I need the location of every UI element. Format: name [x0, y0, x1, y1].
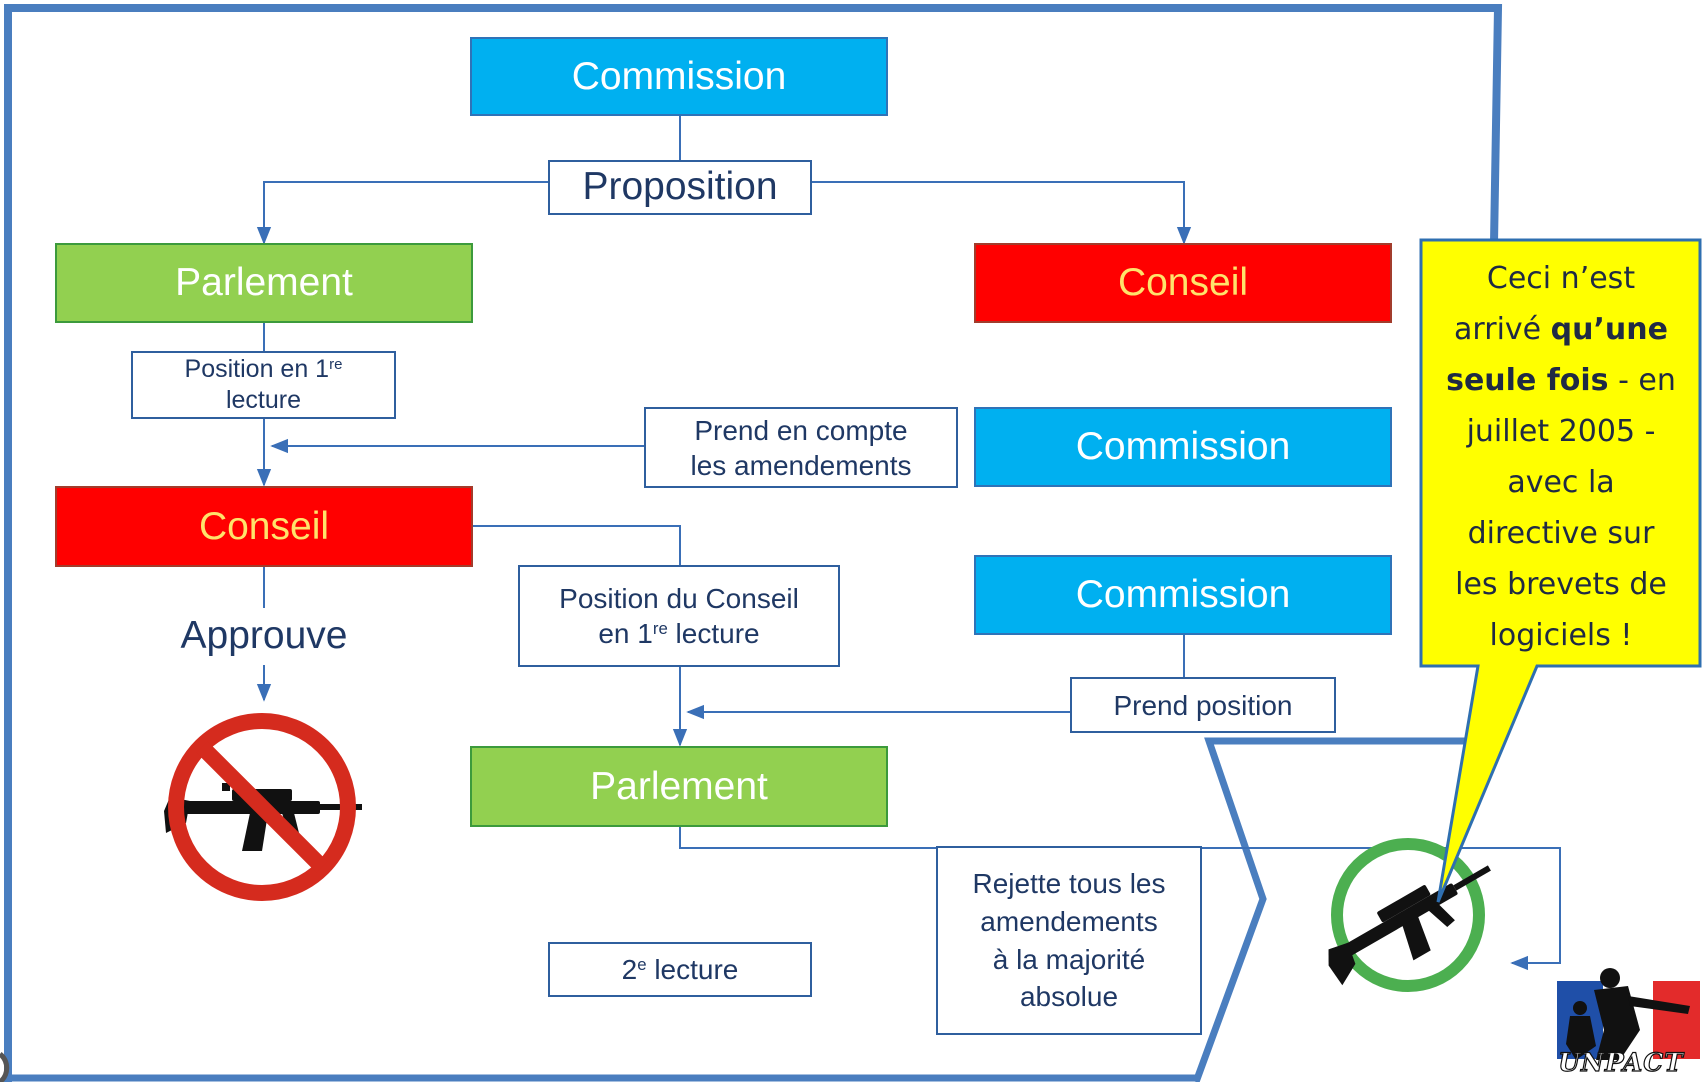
takes-amendments-line1: Prend en compte	[694, 414, 908, 446]
rejects-line2: amendements	[980, 905, 1158, 937]
connector	[472, 525, 681, 565]
callout-line6: directive sur	[1467, 516, 1655, 551]
second-reading-label: 2e lecture	[548, 942, 812, 997]
callout-bubble	[1419, 238, 1702, 903]
proposition-label: Proposition	[548, 160, 812, 215]
callout-text: Ceci n’est arrivé qu’une seule fois - en…	[1424, 253, 1698, 661]
arrow-to-parlement	[256, 181, 548, 245]
unpact-logo	[1557, 968, 1700, 1060]
second-reading-prefix: 2	[621, 954, 638, 985]
callout-line3-after: - en	[1608, 363, 1676, 398]
takes-amendments-line2: les amendements	[690, 449, 912, 481]
council-position-sup: re	[652, 618, 668, 638]
callout-line8: logiciels !	[1489, 618, 1633, 653]
callout-line2-bold: qu’une	[1550, 312, 1668, 347]
callout-line7: les brevets de	[1455, 567, 1667, 602]
commission-top-box: Commission	[470, 37, 888, 116]
rejects-line4: absolue	[1019, 981, 1119, 1013]
parlement-second-box: Parlement	[470, 746, 888, 827]
callout-line5: avec la	[1507, 465, 1615, 500]
second-reading-sup: e	[637, 954, 647, 974]
council-position-line1: Position du Conseil	[559, 583, 799, 614]
callout-line4: juillet 2005 -	[1466, 414, 1656, 449]
parlement-first-box: Parlement	[55, 243, 473, 323]
takes-position-label: Prend position	[1070, 677, 1336, 733]
unpact-logo-text: UNPACT	[1558, 1047, 1684, 1077]
position-first-reading-label: Position en 1re lecture	[131, 351, 396, 419]
position-first-reading-line2: lecture	[225, 386, 302, 414]
approves-text: Approuve	[180, 614, 348, 657]
inner-frame	[1192, 737, 1470, 1082]
rejects-line3: à la majorité	[992, 943, 1146, 975]
callout-line2-before: arrivé	[1454, 312, 1551, 347]
council-position-prefix: en 1	[598, 618, 653, 649]
edge-mark	[0, 1052, 10, 1082]
takes-amendments-label: Prend en compte les amendements	[644, 407, 958, 488]
callout-line1: Ceci n’est	[1486, 261, 1636, 296]
council-position-label: Position du Conseil en 1re lecture	[518, 565, 840, 667]
arrow-to-conseil	[812, 181, 1192, 245]
rejects-label: Rejette tous les amendements à la majori…	[936, 846, 1202, 1035]
council-position-suffix: lecture	[667, 618, 760, 649]
conseil-first-box: Conseil	[974, 243, 1392, 323]
outer-frame	[4, 4, 1503, 1082]
commission-position-box: Commission	[974, 555, 1392, 635]
commission-amend-box: Commission	[974, 407, 1392, 487]
arrow-to-allowed	[679, 827, 1561, 971]
prohibited-rifle-icon	[164, 713, 362, 901]
position-first-reading-sup: re	[329, 355, 343, 373]
second-reading-suffix: lecture	[646, 954, 739, 985]
callout-line3-bold: seule fois	[1446, 363, 1609, 398]
rejects-line1: Rejette tous les	[972, 867, 1166, 899]
position-first-reading-prefix: Position en 1	[184, 354, 330, 383]
allowed-rifle-icon	[1328, 838, 1491, 992]
conseil-second-box: Conseil	[55, 486, 473, 567]
